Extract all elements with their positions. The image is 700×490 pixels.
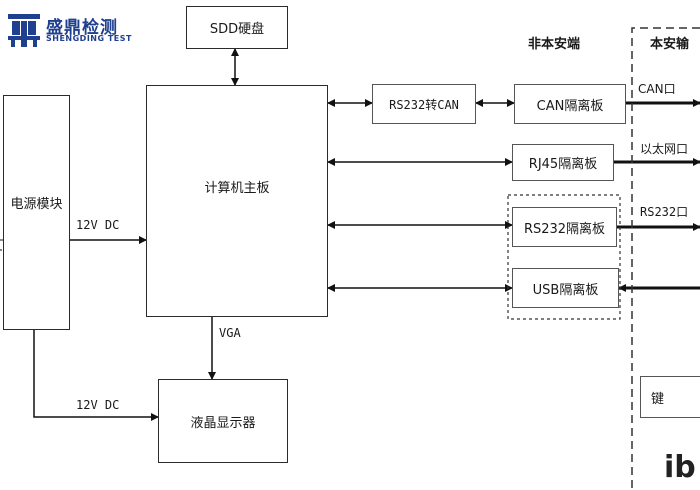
isolation-group-border	[507, 194, 621, 320]
vga-label: VGA	[219, 326, 241, 340]
power-box: 电源模块	[3, 95, 70, 330]
wire-power-lcd	[33, 330, 159, 421]
sdd-box: SDD硬盘	[186, 6, 288, 49]
can-port-label: CAN口	[638, 82, 676, 96]
logo-icon	[8, 14, 40, 47]
rs232-iso-box: RS232隔离板	[512, 207, 617, 247]
usb-iso-label: USB隔离板	[532, 282, 599, 298]
dc2-label: 12V DC	[76, 398, 120, 412]
non-safe-header: 非本安端	[528, 37, 581, 52]
dc1-label: 12V DC	[76, 218, 120, 232]
rj45-iso-box: RJ45隔离板	[512, 144, 614, 181]
safe-header: 本安输	[650, 37, 690, 52]
usb-iso-box: USB隔离板	[512, 268, 619, 308]
rj45-iso-label: RJ45隔离板	[528, 157, 598, 172]
sdd-label: SDD硬盘	[209, 22, 265, 37]
main-board-box: 计算机主板	[146, 85, 328, 317]
rs232-iso-label: RS232隔离板	[523, 221, 606, 237]
lcd-box: 液晶显示器	[158, 379, 288, 463]
key-box: 键	[640, 376, 700, 418]
lcd-label: 液晶显示器	[190, 415, 256, 431]
watermark-fragment: ib	[664, 450, 696, 485]
power-label: 电源模块	[10, 197, 63, 212]
main-board-label: 计算机主板	[204, 180, 270, 196]
logo-subtitle: SHENGDING TEST	[46, 34, 132, 43]
safety-boundary	[631, 27, 700, 490]
rs232-can-box: RS232转CAN	[372, 84, 476, 124]
rs232-port-label: RS232口	[640, 205, 689, 219]
key-label: 键	[651, 391, 665, 407]
can-iso-label: CAN隔离板	[536, 98, 604, 114]
rs232-can-label: RS232转CAN	[389, 97, 459, 112]
can-iso-box: CAN隔离板	[514, 84, 626, 124]
eth-port-label: 以太网口	[640, 142, 689, 156]
logo-title: 盛鼎检测	[46, 18, 118, 38]
